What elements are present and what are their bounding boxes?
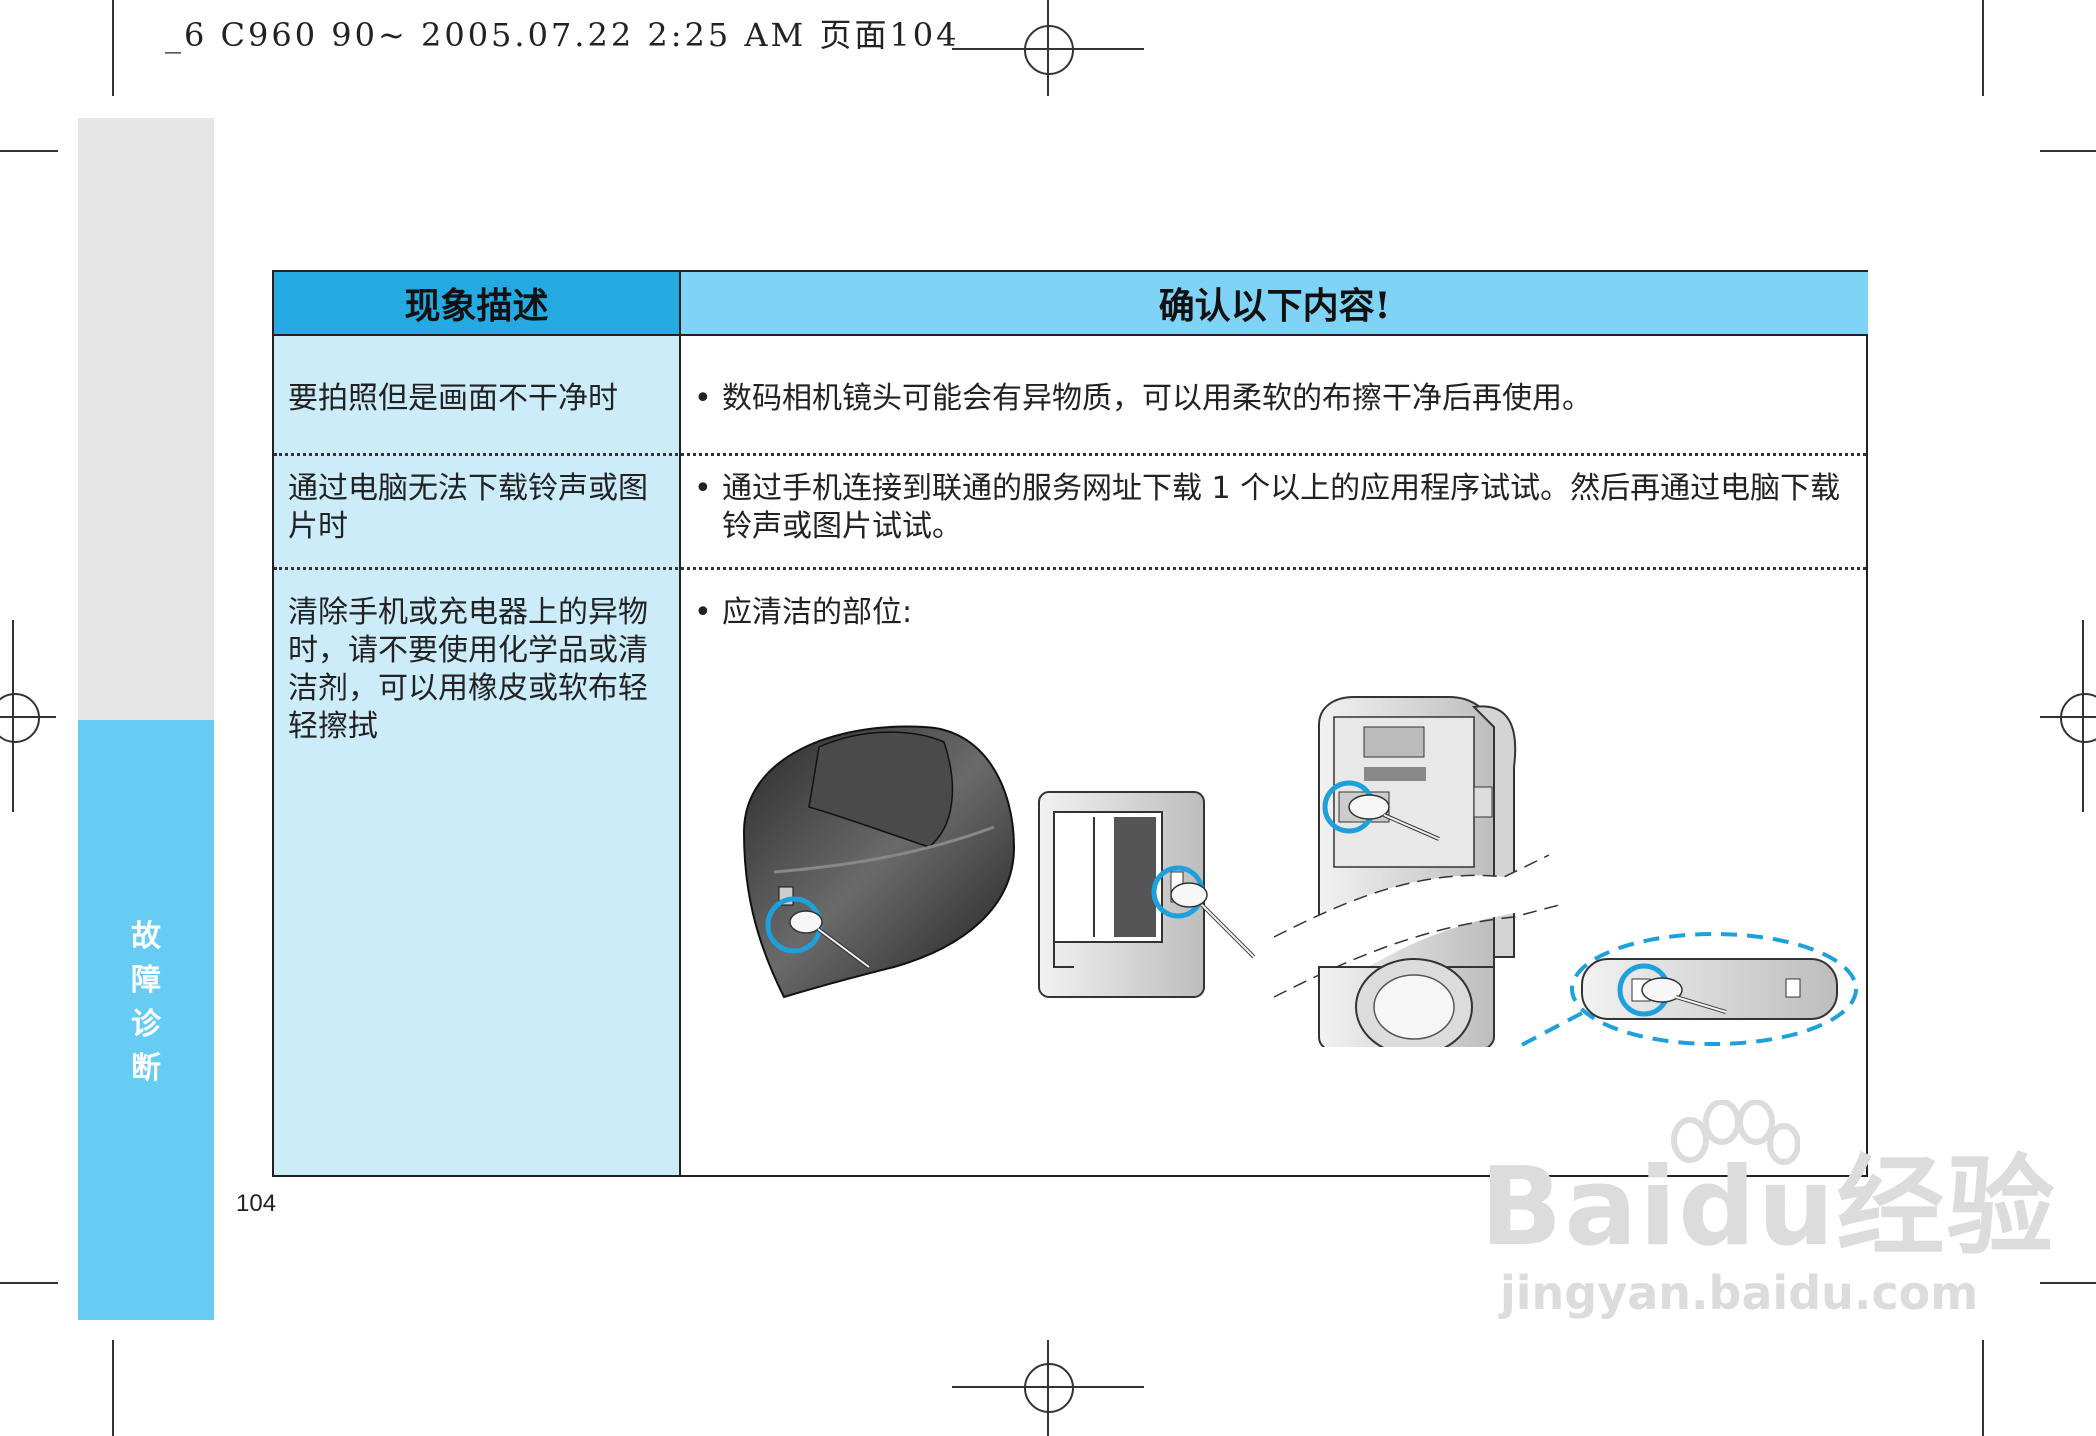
row-separator [274,453,1866,456]
header-check: 确认以下内容! [681,272,1868,334]
row-separator [274,567,1866,570]
page-number: 104 [236,1190,277,1217]
bullet: • [694,471,712,506]
registration-circle [0,693,40,743]
crop-mark [2040,1282,2096,1284]
table-header: 现象描述 确认以下内容! [274,272,1868,336]
symptom-column [274,336,681,1175]
crop-mark [112,1340,114,1436]
watermark-main: Baidu经验 [1480,1145,2057,1270]
bullet: • [694,381,712,416]
crop-mark [112,0,114,96]
crop-mark [1982,0,1984,96]
watermark: Baidu经验 jingyan.baidu.com [1480,1100,2057,1320]
crop-mark [0,150,58,152]
crop-mark [0,1282,58,1284]
troubleshooting-table: 现象描述 确认以下内容! 要拍照但是画面不干净时 •数码相机镜头可能会有异物质，… [272,270,1868,1177]
watermark-sub: jingyan.baidu.com [1500,1266,1979,1320]
side-tab-label: 故 障 诊 断 [131,919,161,1086]
crop-mark [1982,1340,1984,1436]
charger-cradle [742,725,1016,999]
registration-circle [1024,1363,1074,1413]
row-3-check: •应清洁的部位: [694,595,913,630]
cleaning-parts-illustration [742,696,1858,1047]
registration-circle [2060,693,2096,743]
row-2-symptom: 通过电脑无法下载铃声或图片时 [288,471,648,544]
crop-mark [2040,150,2096,152]
side-tab [78,720,214,1320]
bullet: • [694,595,712,630]
registration-circle [1024,25,1074,75]
phone-back [1273,696,1560,1047]
battery [1038,791,1256,998]
print-header: _6 C960 90~ 2005.07.22 2:25 AM 页面104 [165,16,960,54]
phone-bottom-connector-detail [1513,932,1858,1047]
row-3-symptom: 清除手机或充电器上的异物时，请不要使用化学品或清洁剂，可以用橡皮或软布轻轻擦拭 [288,595,648,744]
row-2-check: •通过手机连接到联通的服务网址下载 1 个以上的应用程序试试。然后再通过电脑下载… [694,471,1841,544]
header-symptom: 现象描述 [274,272,681,334]
row-1-symptom: 要拍照但是画面不干净时 [288,381,618,416]
side-bar-gray [78,118,214,720]
paw-icon [1671,1100,1800,1165]
row-1-check: •数码相机镜头可能会有异物质，可以用柔软的布擦干净后再使用。 [694,381,1592,416]
